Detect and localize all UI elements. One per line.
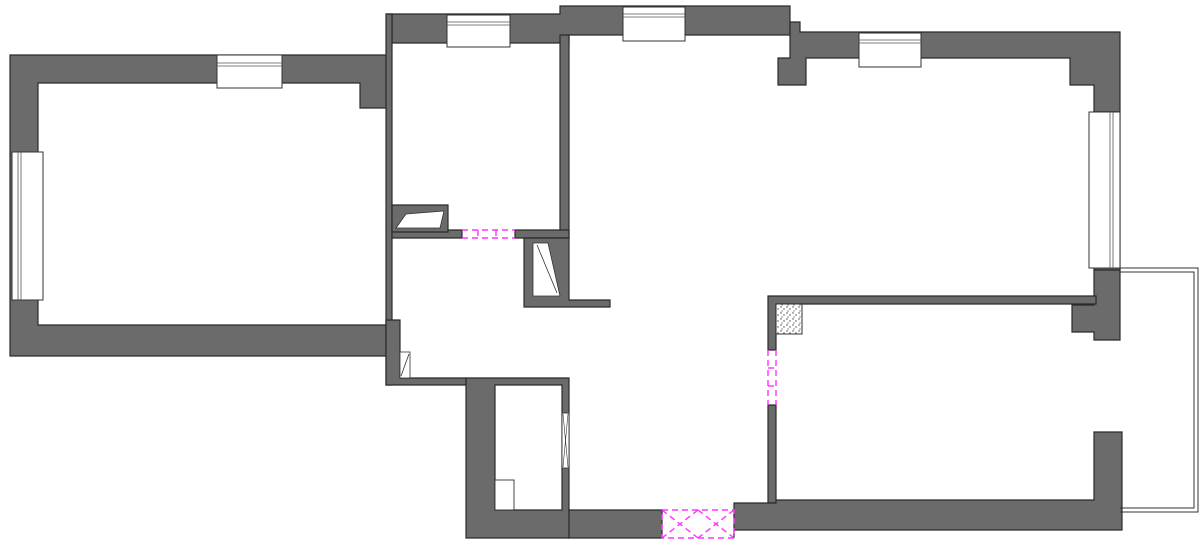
balcony — [1120, 267, 1199, 513]
right-bottom-wall — [733, 431, 1123, 538]
bathroom-walls — [465, 377, 570, 539]
right-room — [733, 21, 1123, 538]
shaft-diagonal — [536, 244, 558, 294]
window-icon — [446, 14, 511, 48]
small-room-right-wall — [559, 34, 570, 239]
central-rooms — [385, 5, 791, 386]
bedroom-left-wall — [767, 404, 777, 504]
small-room-bottom-wall-right — [514, 229, 570, 239]
left-room — [9, 54, 388, 357]
window-icon — [216, 54, 283, 89]
right-top-wall — [777, 21, 1121, 113]
window-icon — [858, 32, 922, 68]
window-icon — [1088, 111, 1121, 269]
balcony-outline — [1120, 267, 1199, 513]
bathroom-fixture — [494, 479, 515, 511]
bathroom — [465, 377, 663, 539]
interior-horizontal-wall — [767, 295, 1097, 351]
window-icon — [11, 151, 44, 301]
door-openings — [462, 229, 777, 539]
bathroom-door-cross-2 — [562, 413, 569, 468]
balcony-outline-inner — [1120, 271, 1195, 509]
bathroom-bottom-wall — [568, 509, 663, 539]
door-opening-icon — [462, 229, 515, 239]
shaft-inner — [532, 242, 561, 297]
door-opening-icon — [767, 350, 777, 405]
windows — [11, 6, 1121, 301]
left-room-outer-wall — [9, 54, 388, 357]
right-mid-pillar — [1071, 269, 1121, 341]
door-opening-icon — [661, 509, 735, 539]
entry-niche-diagonal — [400, 353, 410, 377]
window-icon — [622, 6, 686, 42]
entry-left-wall — [385, 319, 467, 386]
wardrobe-shelf — [395, 210, 445, 229]
column-icon — [775, 303, 803, 335]
